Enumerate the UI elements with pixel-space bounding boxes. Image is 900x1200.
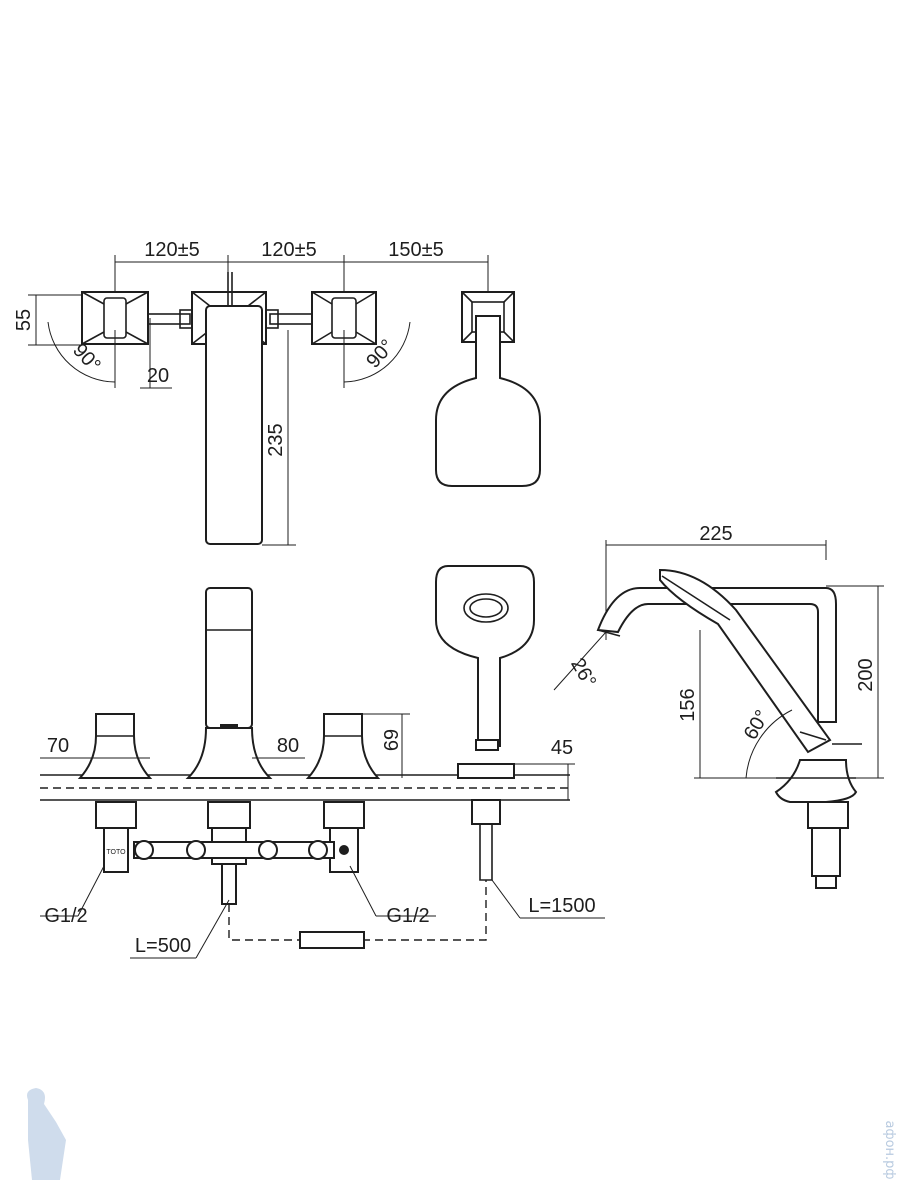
- dim-spacing-1: 120±5: [144, 239, 199, 261]
- brand-mark: TOTO: [106, 849, 126, 856]
- label-thread-right: G1/2: [386, 905, 429, 927]
- dim-holder-height: 156: [677, 688, 699, 721]
- right-handle-front: [305, 713, 381, 779]
- top-view: 120±5 120±5 150±5 55 90° 20: [13, 239, 541, 546]
- underdeck-valves: TOTO: [95, 799, 501, 905]
- dim-angle-60: 60°: [740, 706, 774, 743]
- dim-spacing-3: 150±5: [388, 239, 443, 261]
- hand-shower-top: [435, 291, 541, 487]
- dim-side-width: 225: [699, 523, 732, 545]
- label-hose-short: L=500: [135, 935, 191, 957]
- watermark: афон.рф: [27, 1088, 897, 1180]
- front-view: 70 80 69 45: [40, 565, 605, 959]
- dim-left-body: 70: [47, 735, 69, 757]
- hand-shower-front: [435, 565, 535, 779]
- dim-spout-length: 235: [265, 423, 287, 456]
- dim-deck-thickness: 45: [551, 737, 573, 759]
- spout-top: [191, 272, 267, 545]
- dim-handle-depth: 55: [13, 309, 35, 331]
- dim-angle-26: 26°: [566, 654, 600, 691]
- label-thread-left: G1/2: [44, 905, 87, 927]
- dim-spacing-2: 120±5: [261, 239, 316, 261]
- left-handle-front: [77, 713, 153, 779]
- label-hose-long: L=1500: [528, 895, 595, 917]
- watermark-text: афон.рф: [882, 1120, 897, 1179]
- side-view: 225 200 156 26° 60°: [553, 523, 884, 889]
- spout-front: [185, 587, 273, 779]
- dim-offset: 20: [147, 365, 169, 387]
- dim-spout-body: 80: [277, 735, 299, 757]
- dim-handle-height: 69: [381, 729, 403, 751]
- dim-side-height: 200: [855, 658, 877, 691]
